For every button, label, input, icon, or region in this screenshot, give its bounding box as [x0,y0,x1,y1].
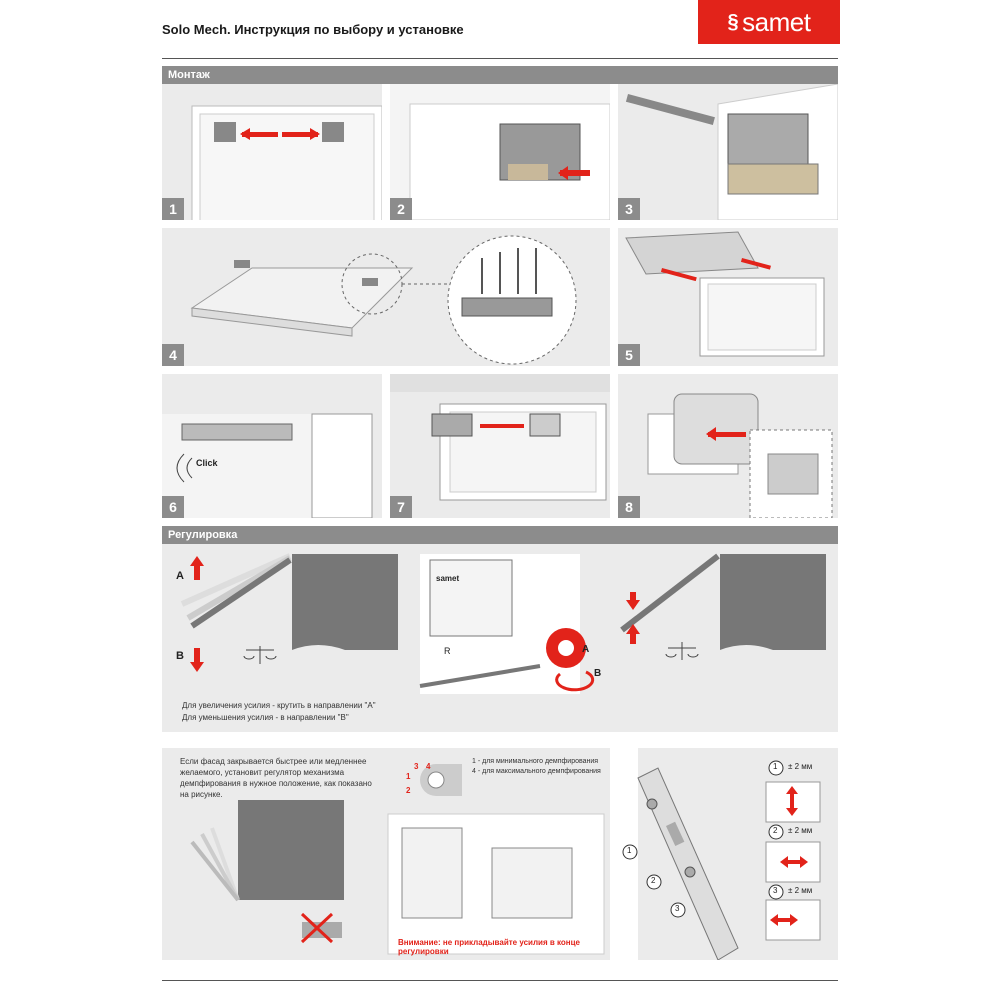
scale-icon-right [665,642,699,660]
damping-instruction: Если фасад закрывается быстрее или медле… [180,757,372,799]
step-2-illustration [390,84,610,220]
damping-legend-1: 1 - для минимального демпфирования [472,758,599,765]
header-rule [162,58,838,59]
step-number: 3 [618,198,640,220]
plate-brand: samet [436,574,460,583]
adjust-item-1-number: 1 [773,762,778,771]
adjust-item-1-label: ± 2 мм [788,762,813,771]
adjust-item-2-number: 2 [773,826,778,835]
step-7-illustration [390,374,610,501]
dial-number-1: 1 [406,772,411,781]
force-adjust-illustration [180,553,826,694]
step-number: 6 [162,496,184,518]
damping-legend-4: 4 - для максимального демпфирования [472,768,601,775]
position-adjust-illustration [618,748,821,960]
samet-swirl-icon: § [727,10,739,33]
step-7-panel: 7 [390,374,610,518]
section-adjustment-bar: Регулировка [162,526,838,544]
step-3-illustration [625,84,838,220]
document-title: Solo Mech. Инструкция по выбору и устано… [162,22,464,37]
step-number: 8 [618,496,640,518]
knob-b-label: B [594,668,602,679]
instruction-line-1: Для увеличения усилия - крутить в направ… [182,701,376,710]
instruction-line-2: Для уменьшения усилия - в направлении "B… [182,713,349,722]
step-number: 1 [162,198,184,220]
callout-1: 1 [627,846,632,855]
step-4-illustration [190,235,577,365]
step-8-panel: 8 [618,374,838,518]
scale-icon-left [243,646,277,664]
adjust-item-3-number: 3 [773,886,778,895]
position-adjust-panel: 1 ± 2 мм 2 ± 2 мм 3 ± 2 мм 1 2 3 [618,748,838,960]
step-number: 4 [162,344,184,366]
callout-2: 2 [651,876,656,885]
adjust-item-2-label: ± 2 мм [788,826,813,835]
step-5-panel: 5 [618,228,838,366]
step-4-panel: 4 [162,228,610,366]
step-2-panel: 2 [390,84,610,220]
callout-3: 3 [675,904,680,913]
step-6-illustration [162,413,373,518]
knob-r-label: R [444,646,451,656]
dial-number-3: 3 [414,762,419,771]
step-6-panel: Click 6 [162,374,382,518]
damping-warning: Внимание: не прикладывайте усилия в конц… [398,938,580,956]
damping-panel: Если фасад закрывается быстрее или медле… [162,748,610,960]
direction-a-label: A [176,570,184,582]
step-1-illustration [191,105,382,220]
click-label: Click [196,458,218,468]
section-montage-bar: Монтаж [162,66,838,84]
force-adjust-panel: A B samet R A B Для увеличения усилия - … [162,544,838,732]
damping-illustration [190,764,605,955]
dial-number-4: 4 [426,762,431,771]
step-number: 7 [390,496,412,518]
step-number: 2 [390,198,412,220]
dial-number-2: 2 [406,786,411,795]
knob-a-label: A [582,644,590,655]
direction-b-label: B [176,650,184,662]
samet-logo: § samet [698,0,840,44]
step-5-illustration [625,231,825,357]
footer-rule [162,980,838,981]
step-1-panel: 1 [162,84,382,220]
adjust-item-3-label: ± 2 мм [788,886,813,895]
logo-text: samet [742,6,811,37]
step-8-illustration [647,393,833,518]
step-3-panel: 3 [618,84,838,220]
step-number: 5 [618,344,640,366]
